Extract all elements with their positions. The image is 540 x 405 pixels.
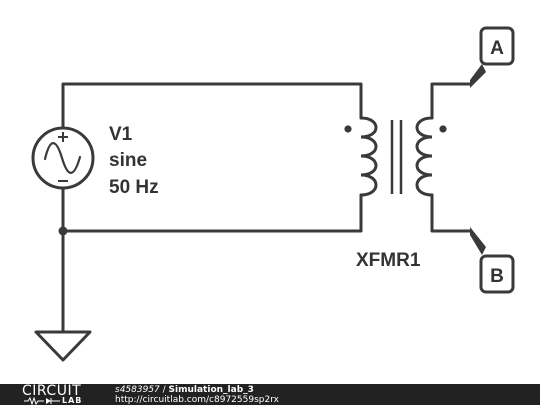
wire-secondary-bottom [430,193,472,233]
footer-separator: / [159,385,169,395]
ac-sine-source-icon[interactable] [31,126,95,190]
footer-url[interactable]: http://circuitlab.com/c8972559sp2rx [115,395,279,405]
logo-circuit-text: CIRCUIT [22,383,82,399]
circuit-diagram: V1 sine 50 Hz XFMR1 A B [31,26,515,362]
junction-dot [58,226,68,236]
probe-b-label: B [490,266,504,287]
footer-project-name[interactable]: Simulation_lab_3 [168,385,254,395]
primary-polarity-dot [344,125,352,133]
transformer-name-label: XFMR1 [356,250,421,271]
wire-top [61,82,363,130]
wire-secondary-top [430,82,472,120]
footer-user[interactable]: s4583957 [115,385,160,395]
logo-wave-icon [24,397,60,405]
transformer-icon[interactable] [344,116,447,197]
probe-a-label: A [490,38,504,59]
probe-b[interactable]: B [470,227,515,294]
logo-lab-text: LAB [62,396,83,405]
wire-bottom [61,186,363,233]
footer-project-line: s4583957 / Simulation_lab_3 [115,385,254,395]
footer-bar: CIRCUIT LAB s4583957 / Simulation_lab_3 … [0,384,540,405]
source-type-label: sine [109,150,147,171]
ground-icon [34,330,92,362]
probe-a[interactable]: A [470,26,515,88]
wires [61,82,472,334]
source-frequency-label: 50 Hz [109,177,159,198]
source-name-label: V1 [109,124,133,145]
secondary-polarity-dot [439,125,447,133]
